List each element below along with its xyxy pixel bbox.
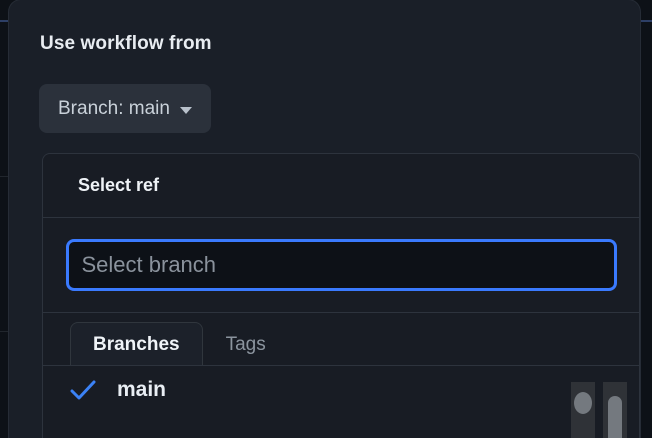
page-background-right <box>640 0 652 438</box>
branch-selector-label: Branch: main <box>58 97 170 119</box>
ref-tabs: Branches Tags <box>43 313 639 366</box>
branch-selector-button[interactable]: Branch: main <box>39 84 211 133</box>
page-title: Use workflow from <box>40 33 212 54</box>
list-scrollbar-track[interactable] <box>603 382 627 438</box>
chevron-down-icon <box>179 106 192 114</box>
select-ref-panel: Select ref Branches Tags main <box>42 153 640 438</box>
tab-tags[interactable]: Tags <box>225 333 266 355</box>
page-background-left <box>0 0 9 438</box>
list-scrollbar-thumb[interactable] <box>608 396 622 438</box>
panel-scrollbar-thumb[interactable] <box>574 392 592 414</box>
list-item[interactable]: main <box>43 366 639 414</box>
tab-branches[interactable]: Branches <box>70 322 203 366</box>
page-accent-line-left <box>0 20 9 22</box>
branch-list: main <box>43 365 639 414</box>
page-divider-left-2 <box>0 331 9 332</box>
run-workflow-dialog: Use workflow from Branch: main Select re… <box>9 0 640 438</box>
check-icon <box>63 378 103 402</box>
select-ref-heading: Select ref <box>43 154 639 218</box>
panel-scrollbar-track[interactable] <box>571 382 595 438</box>
select-ref-search-row <box>43 218 639 313</box>
page-divider-left-1 <box>0 176 9 177</box>
branch-search-input[interactable] <box>65 239 617 291</box>
page-accent-line-right <box>640 20 652 22</box>
branch-name: main <box>117 378 167 401</box>
